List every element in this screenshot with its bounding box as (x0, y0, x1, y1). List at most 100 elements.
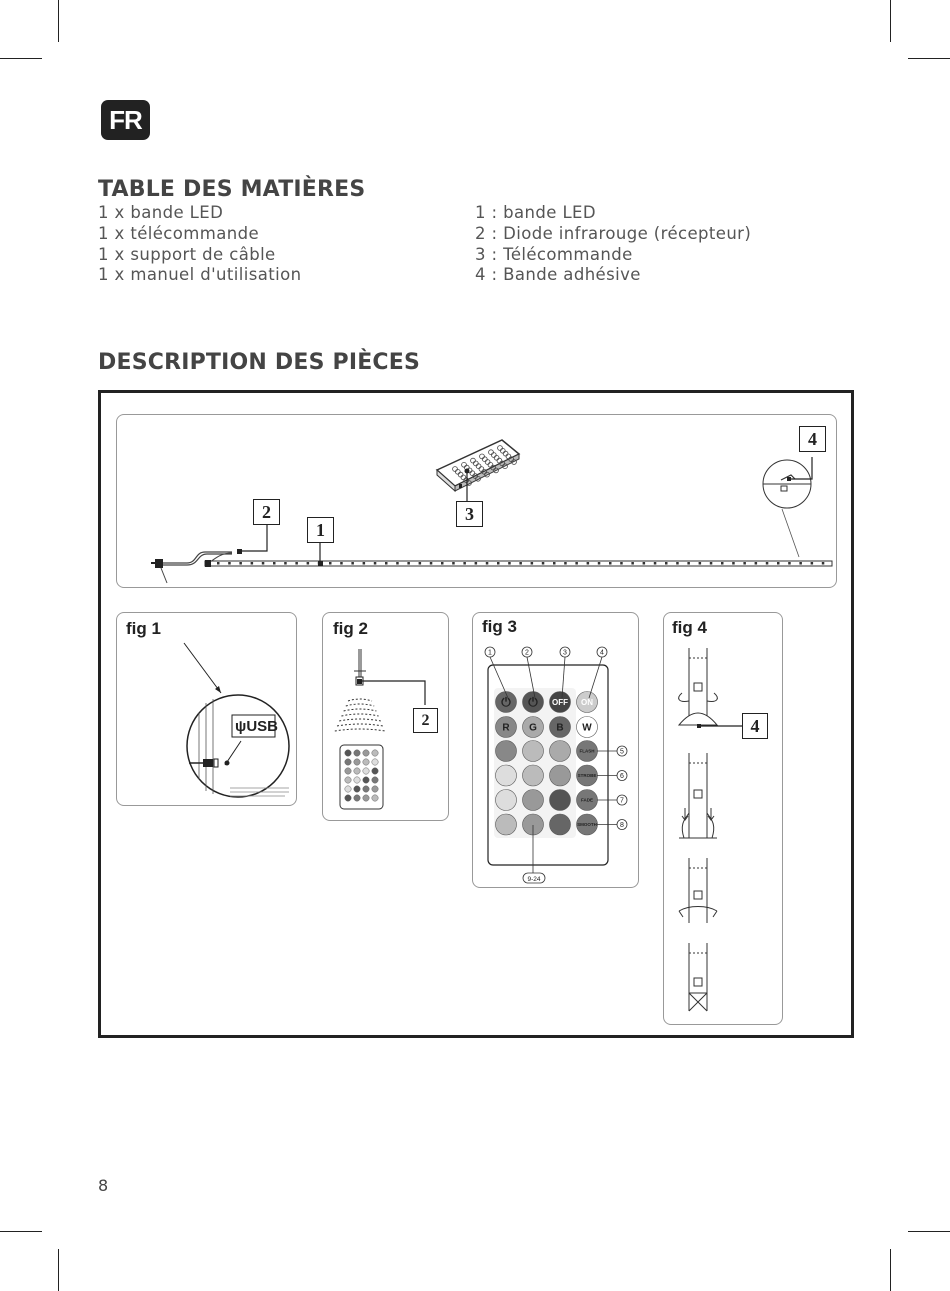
on-button-label: ON (581, 698, 593, 707)
remote-button-dot (488, 449, 494, 455)
remote-key (353, 758, 361, 766)
led-dot (228, 562, 231, 565)
ir-wave (339, 718, 381, 722)
remote-button-dot (502, 463, 508, 470)
led-dot (665, 562, 668, 565)
fig2-callout-2: 2 (413, 708, 438, 733)
remote-button-dot (469, 470, 476, 477)
led-dot (351, 562, 354, 565)
led-dot (485, 562, 489, 565)
fig4-panel: fig 4 (663, 612, 783, 1025)
contents-list: 1 x bande LED 1 x télécommande 1 x suppo… (98, 203, 301, 286)
parts-diagram-frame: 2 1 3 4 fig 1 (98, 390, 854, 1038)
green-button-label: G (529, 723, 537, 734)
list-item: 2 : Diode infrarouge (récepteur) (475, 223, 752, 243)
led-dot (541, 562, 545, 565)
page-number: 8 (98, 1176, 109, 1195)
led-dot (329, 562, 332, 565)
ir-wave (343, 708, 377, 712)
crop-mark (58, 1249, 59, 1291)
led-dot (597, 562, 601, 565)
remote-key (344, 785, 352, 793)
led-dot (653, 562, 657, 565)
remote-button-dot (500, 447, 506, 454)
led-dot (609, 562, 612, 565)
ir-wave (336, 723, 384, 727)
remote-button-dot (470, 457, 476, 464)
crop-mark (0, 1231, 42, 1232)
led-dot (284, 562, 287, 565)
remote-key (353, 776, 361, 784)
led-dot (250, 562, 254, 565)
remote-button-dot (484, 459, 491, 465)
callout-number-text: 1 (488, 650, 492, 657)
remote-key (353, 785, 361, 793)
callout-3: 3 (456, 501, 483, 527)
color-button (549, 813, 571, 836)
remote-key (344, 794, 352, 802)
remote-button-dot (460, 474, 467, 481)
list-item: 1 x télécommande (98, 223, 260, 243)
led-dot (821, 562, 825, 565)
ir-receiver-illustration (334, 649, 426, 810)
led-dot (743, 562, 746, 565)
brightness-up-button-label: ⏻ (501, 695, 511, 709)
remote-key (371, 767, 379, 775)
remote-key (362, 794, 370, 802)
remote-key (353, 767, 361, 775)
led-dot (631, 562, 634, 565)
remote-button-dot (508, 456, 514, 463)
leader-line (489, 656, 509, 699)
led-dot (452, 562, 455, 565)
led-dot (340, 562, 343, 565)
remote-key (344, 767, 352, 775)
remote-key (371, 794, 379, 802)
overview-panel: 2 1 3 4 (116, 414, 837, 588)
remote-button-dot (481, 456, 488, 463)
fig4-callout-4: 4 (742, 713, 768, 739)
mode-button-label: STROBE (578, 773, 597, 778)
leader-line (561, 656, 566, 699)
led-dot (687, 562, 690, 565)
remote-key (362, 758, 370, 766)
crop-mark (908, 1231, 950, 1232)
remote-key (353, 749, 361, 757)
led-dot (553, 562, 556, 565)
led-dot (306, 562, 310, 565)
led-dot (429, 562, 433, 565)
led-dot (362, 562, 366, 565)
contents-title: TABLE DES MATIÈRES (98, 177, 366, 202)
crop-mark (58, 0, 59, 42)
remote-button-dot (496, 457, 503, 464)
led-dot (396, 562, 399, 565)
remote-button-dot (479, 453, 485, 460)
led-dot (373, 562, 377, 565)
led-dot (620, 562, 623, 565)
parts-title: DESCRIPTION DES PIÈCES (98, 350, 421, 375)
blue-button-label: B (556, 723, 563, 734)
led-dot (765, 562, 769, 565)
on-button (576, 691, 598, 713)
remote-button-dot (490, 452, 497, 458)
fig2-panel: fig 2 2 (322, 612, 449, 821)
red-button-label: R (502, 723, 510, 734)
callout-number-text: 2 (525, 650, 529, 657)
leader-line (526, 656, 536, 699)
led-dot (732, 562, 735, 565)
remote-button-dot (497, 445, 503, 451)
remote-key (362, 776, 370, 784)
remote-button-dot (490, 464, 496, 471)
leader-line (588, 656, 603, 699)
led-dot (418, 562, 422, 565)
remote-button-dot (457, 471, 464, 478)
led-dot (261, 562, 265, 565)
color-button (495, 740, 517, 762)
red-button (495, 716, 517, 738)
callout-1: 1 (307, 517, 334, 543)
remote-button-dot (493, 467, 499, 474)
usb-illustration (183, 642, 290, 798)
usb-label: ψUSB (235, 718, 278, 735)
ir-wave (347, 698, 373, 702)
ir-wave (334, 728, 386, 732)
